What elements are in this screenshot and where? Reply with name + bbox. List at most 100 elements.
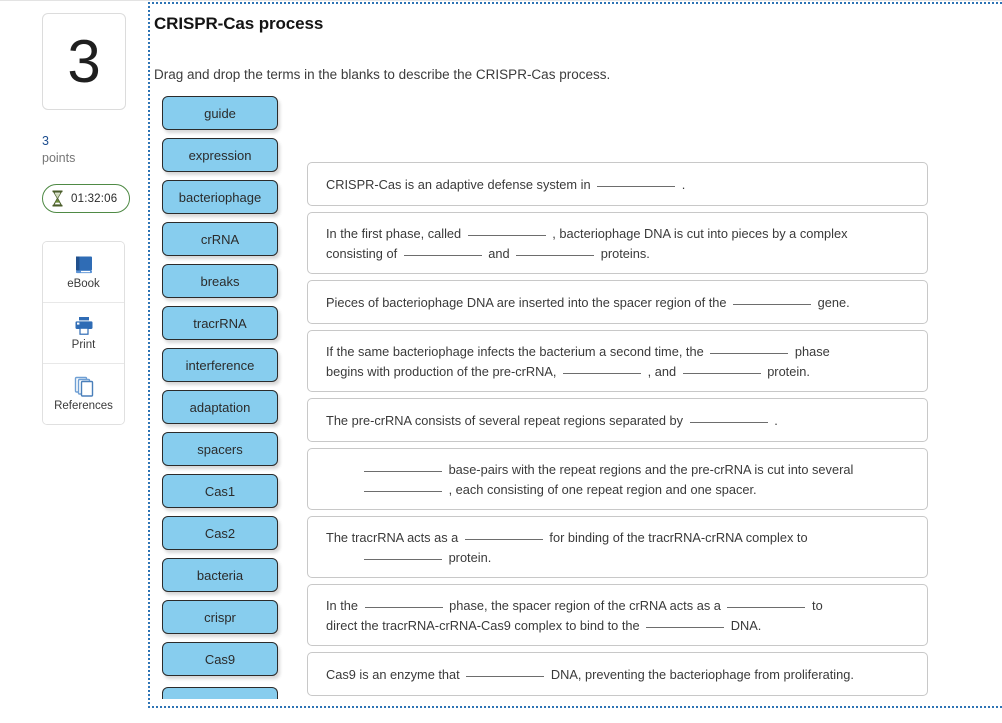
- drop-target-blank[interactable]: [682, 361, 761, 374]
- statement-box[interactable]: Pieces of bacteriophage DNA are inserted…: [307, 280, 928, 324]
- draggable-term[interactable]: bacteriophage: [162, 180, 278, 214]
- statement-line: , each consisting of one repeat region a…: [326, 479, 913, 499]
- statement-line: base-pairs with the repeat regions and t…: [326, 459, 913, 479]
- statement-box[interactable]: CRISPR-Cas is an adaptive defense system…: [307, 162, 928, 206]
- draggable-term-label: spacers: [197, 441, 243, 457]
- drop-target-blank[interactable]: [403, 243, 482, 256]
- statement-line: If the same bacteriophage infects the ba…: [326, 341, 913, 361]
- statement-box[interactable]: In the phase, the spacer region of the c…: [307, 584, 928, 646]
- statement-box[interactable]: Cas9 is an enzyme that DNA, preventing t…: [307, 652, 928, 696]
- draggable-term-label: adaptation: [189, 399, 251, 415]
- page-title: CRISPR-Cas process: [154, 14, 324, 33]
- tool-label-references: References: [54, 400, 113, 412]
- statement-text: consisting of: [326, 246, 398, 261]
- draggable-term-label: crRNA: [200, 231, 240, 247]
- statement-box[interactable]: base-pairs with the repeat regions and t…: [307, 448, 928, 510]
- draggable-term[interactable]: crispr: [162, 600, 278, 634]
- draggable-term[interactable]: Cas1: [162, 474, 278, 508]
- drop-target-blank[interactable]: [364, 547, 442, 560]
- statement-line: CRISPR-Cas is an adaptive defense system…: [326, 174, 913, 194]
- statement-box[interactable]: In the first phase, called , bacteriopha…: [307, 212, 928, 274]
- draggable-term-label: breaks: [200, 273, 240, 289]
- statement-text: and: [488, 246, 510, 261]
- statement-text: proteins.: [600, 246, 650, 261]
- statement-line: The tracrRNA acts as a for binding of th…: [326, 527, 913, 547]
- drop-target-blank[interactable]: [516, 243, 595, 256]
- tool-ebook[interactable]: eBook: [43, 242, 124, 303]
- draggable-term[interactable]: Cas2: [162, 516, 278, 550]
- points-value: 3: [42, 134, 49, 148]
- references-icon: [72, 376, 96, 397]
- statement-text: begins with production of the pre-crRNA,: [326, 364, 557, 379]
- question-number: 3: [67, 27, 101, 95]
- tool-label-ebook: eBook: [67, 277, 100, 290]
- statement-text: direct the tracrRNA-crRNA-Cas9 complex t…: [326, 618, 640, 633]
- drop-target-blank[interactable]: [733, 292, 812, 305]
- draggable-term[interactable]: guide: [162, 96, 278, 130]
- statement-text: protein.: [767, 364, 810, 379]
- statement-text: , and: [647, 364, 677, 379]
- tool-print[interactable]: Print: [43, 303, 124, 364]
- statement-box[interactable]: If the same bacteriophage infects the ba…: [307, 330, 928, 392]
- draggable-term[interactable]: breaks: [162, 264, 278, 298]
- drop-target-blank[interactable]: [364, 479, 442, 492]
- timer-badge: 01:32:06: [42, 184, 131, 213]
- drop-target-blank[interactable]: [364, 595, 443, 608]
- drop-target-blank[interactable]: [597, 174, 676, 187]
- statement-text: The tracrRNA acts as a: [326, 530, 459, 545]
- draggable-term[interactable]: expression: [162, 138, 278, 172]
- statement-text: In the: [326, 598, 359, 613]
- draggable-term[interactable]: bacteria: [162, 558, 278, 592]
- statement-text: to: [812, 598, 823, 613]
- statement-text: If the same bacteriophage infects the ba…: [326, 344, 704, 359]
- draggable-term[interactable]: Cas9: [162, 642, 278, 676]
- draggable-term[interactable]: adaptation: [162, 390, 278, 424]
- statement-box[interactable]: The pre-crRNA consists of several repeat…: [307, 398, 928, 442]
- drop-target-blank[interactable]: [467, 223, 546, 236]
- draggable-term-label: Cas1: [204, 483, 236, 499]
- drop-target-blank[interactable]: [689, 410, 768, 423]
- draggable-term[interactable]: interference: [162, 348, 278, 382]
- draggable-term-label: bacteria: [196, 567, 244, 583]
- statement-text: DNA, preventing the bacteriophage from p…: [550, 667, 854, 682]
- statement-line: protein.: [326, 547, 913, 567]
- statement-text: Cas9 is an enzyme that: [326, 667, 460, 682]
- statement-line: Pieces of bacteriophage DNA are inserted…: [326, 292, 913, 312]
- drop-target-blank[interactable]: [710, 341, 789, 354]
- statement-box[interactable]: The tracrRNA acts as a for binding of th…: [307, 516, 928, 578]
- draggable-term-label: Cas2: [204, 525, 236, 541]
- draggable-term[interactable]: tracrRNA: [162, 306, 278, 340]
- drop-target-blank[interactable]: [563, 361, 642, 374]
- draggable-term-partial[interactable]: [162, 687, 278, 699]
- statement-text: In the first phase, called: [326, 226, 462, 241]
- statement-text: , each consisting of one repeat region a…: [448, 482, 757, 497]
- drop-target-blank[interactable]: [646, 615, 725, 628]
- drop-target-blank[interactable]: [364, 459, 442, 472]
- statement-text: base-pairs with the repeat regions and t…: [448, 462, 854, 477]
- drop-target-blank[interactable]: [464, 527, 543, 540]
- draggable-term-list: guide expression bacteriophage crRNA breaks t…: [162, 96, 278, 684]
- instruction-text: Drag and drop the terms in the blanks to…: [154, 67, 611, 82]
- hourglass-icon: [51, 190, 64, 207]
- draggable-term-label: guide: [204, 105, 236, 121]
- tool-references[interactable]: References: [43, 364, 124, 424]
- question-sidebar: 3 3 points 01:32:06: [0, 1, 148, 723]
- statement-text: The pre-crRNA consists of several repeat…: [326, 413, 684, 428]
- drag-drop-activity-panel: CRISPR-Cas process Drag and drop the ter…: [148, 2, 1002, 708]
- drop-target-blank[interactable]: [727, 595, 806, 608]
- draggable-term-label: interference: [185, 357, 255, 373]
- statement-line: In the first phase, called , bacteriopha…: [326, 223, 913, 243]
- statement-text: .: [774, 413, 778, 428]
- tool-stack: eBook Print: [42, 241, 125, 425]
- statement-text: phase: [794, 344, 830, 359]
- draggable-term[interactable]: crRNA: [162, 222, 278, 256]
- statement-line: Cas9 is an enzyme that DNA, preventing t…: [326, 664, 913, 684]
- draggable-term[interactable]: spacers: [162, 432, 278, 466]
- drop-target-blank[interactable]: [466, 664, 545, 677]
- draggable-term-label: Cas9: [204, 651, 236, 667]
- ebook-icon: [73, 255, 95, 275]
- statement-list: CRISPR-Cas is an adaptive defense system…: [307, 162, 928, 702]
- tool-label-print: Print: [71, 338, 96, 351]
- draggable-term-label: crispr: [204, 609, 236, 625]
- statement-line: begins with production of the pre-crRNA,…: [326, 361, 913, 381]
